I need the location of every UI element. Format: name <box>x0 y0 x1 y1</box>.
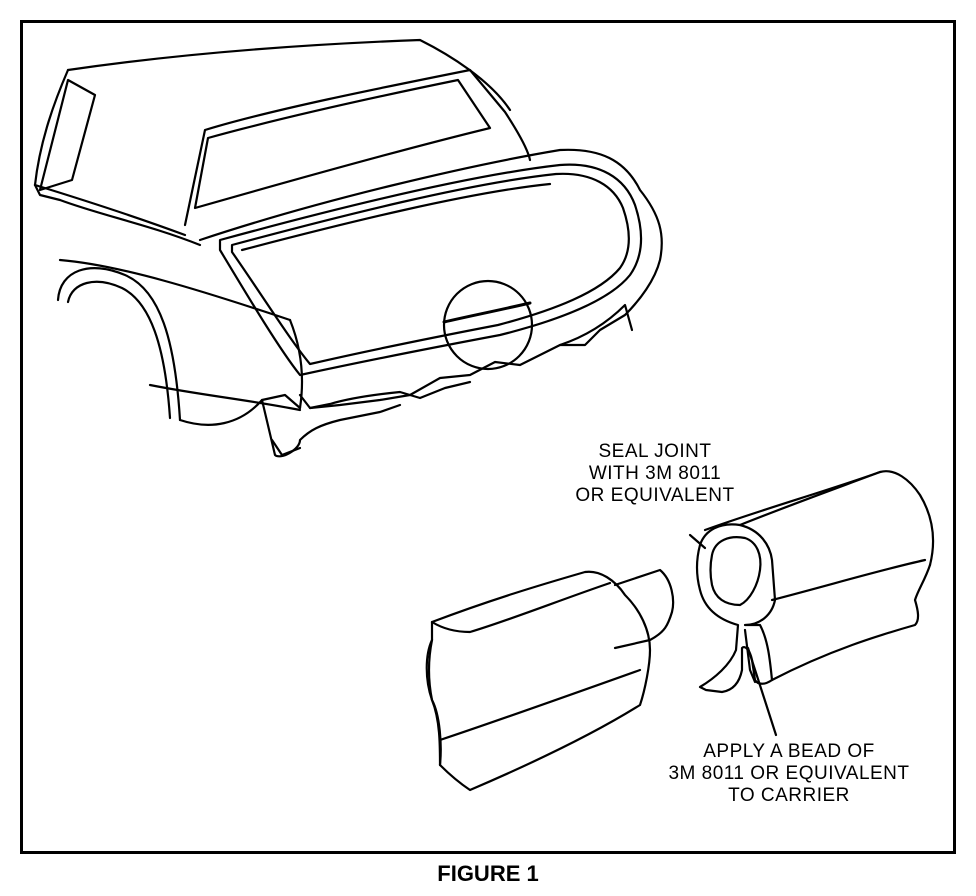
side-window <box>38 78 97 192</box>
left-seal-tongue <box>613 568 675 650</box>
apply-bead-callout: APPLY A BEAD OF 3M 8011 OR EQUIVALENT TO… <box>657 741 921 807</box>
rear-window-inner <box>193 78 492 210</box>
left-seal-end <box>425 638 442 767</box>
right-seal-mid-line <box>770 558 927 602</box>
right-seal-outer-profile <box>695 523 777 694</box>
trunk-seal-inner <box>230 172 630 366</box>
c-pillar-left <box>33 183 187 237</box>
bead-leader <box>746 646 778 737</box>
seal-joint-callout: SEAL JOINT WITH 3M 8011 OR EQUIVALENT <box>565 441 745 507</box>
figure-caption: FIGURE 1 <box>437 861 539 886</box>
wheel-arch <box>56 267 182 422</box>
apply-bead-line-3: TO CARRIER <box>728 785 850 806</box>
apply-bead-line-1: APPLY A BEAD OF <box>703 741 875 762</box>
rear-panel-valance <box>308 380 472 410</box>
trunk-seal-outer <box>218 163 643 377</box>
car-roof <box>66 38 512 112</box>
car-rear-drawing <box>33 38 663 458</box>
left-seal-front-edge <box>430 581 612 634</box>
detail-circle <box>442 279 534 371</box>
quarter-panel <box>33 183 202 247</box>
right-seal-carrier-slot <box>743 628 757 684</box>
left-seal-body <box>427 570 652 792</box>
seal-joint-line-2: WITH 3M 8011 <box>588 463 722 484</box>
figure-frame <box>20 20 956 854</box>
left-seal-ridge <box>438 668 642 742</box>
apply-bead-line-2: 3M 8011 OR EQUIVALENT <box>668 763 910 784</box>
right-seal-top-back <box>738 470 882 527</box>
right-seal-section <box>688 470 935 737</box>
deck-surround <box>198 148 663 410</box>
body-side-line <box>58 258 292 322</box>
right-seal-far-end <box>770 563 932 682</box>
rear-panel-left <box>288 318 304 410</box>
roof-edge <box>33 68 70 187</box>
seal-joint-line-3: OR EQUIVALENT <box>575 485 735 506</box>
left-seal-section <box>425 568 675 792</box>
wheel-arch-inner <box>66 280 172 420</box>
seal-joint-line-1: SEAL JOINT <box>598 441 712 462</box>
right-seal-top <box>703 470 935 567</box>
right-seal-bulb-inner <box>709 536 762 607</box>
rear-window-outer <box>183 68 532 227</box>
seal-detail-line <box>442 301 532 324</box>
seal-joint-leader <box>688 533 707 550</box>
trunk-lid-inner-line <box>240 182 552 252</box>
bumper-corner <box>260 393 302 410</box>
bumper-right <box>558 303 634 347</box>
bumper-lower <box>270 438 302 457</box>
